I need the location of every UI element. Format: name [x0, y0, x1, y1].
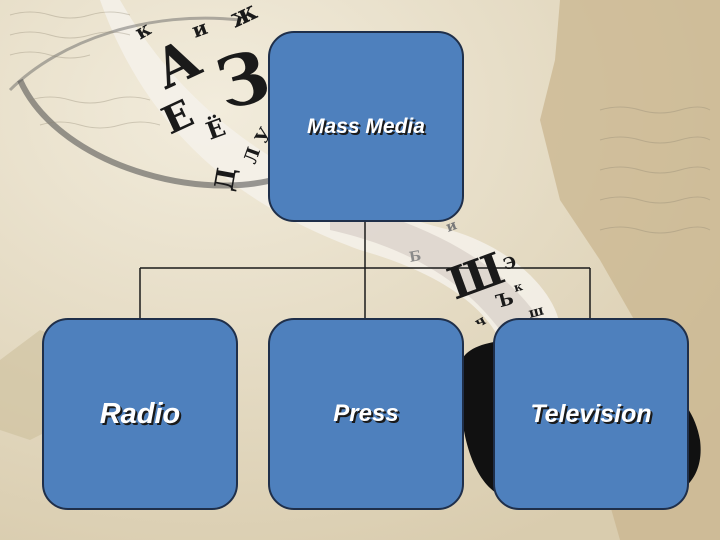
- decor-letter: Ъ: [494, 288, 516, 313]
- mass-media-node: Mass Media: [268, 31, 464, 222]
- radio-node: Radio: [42, 318, 238, 510]
- mass-media-label: Mass Media: [307, 114, 425, 138]
- press-node: Press: [268, 318, 464, 510]
- decor-letter: Б: [408, 248, 423, 266]
- television-label: Television: [530, 399, 652, 428]
- decor-letter: к: [512, 279, 524, 295]
- decor-letter: Д: [209, 165, 243, 193]
- radio-label: Radio: [99, 397, 181, 430]
- decor-letter: ш: [527, 303, 546, 322]
- decor-letter: и: [444, 217, 459, 236]
- press-label: Press: [333, 400, 399, 427]
- decor-letter: Л: [240, 144, 265, 166]
- television-node: Television: [493, 318, 689, 510]
